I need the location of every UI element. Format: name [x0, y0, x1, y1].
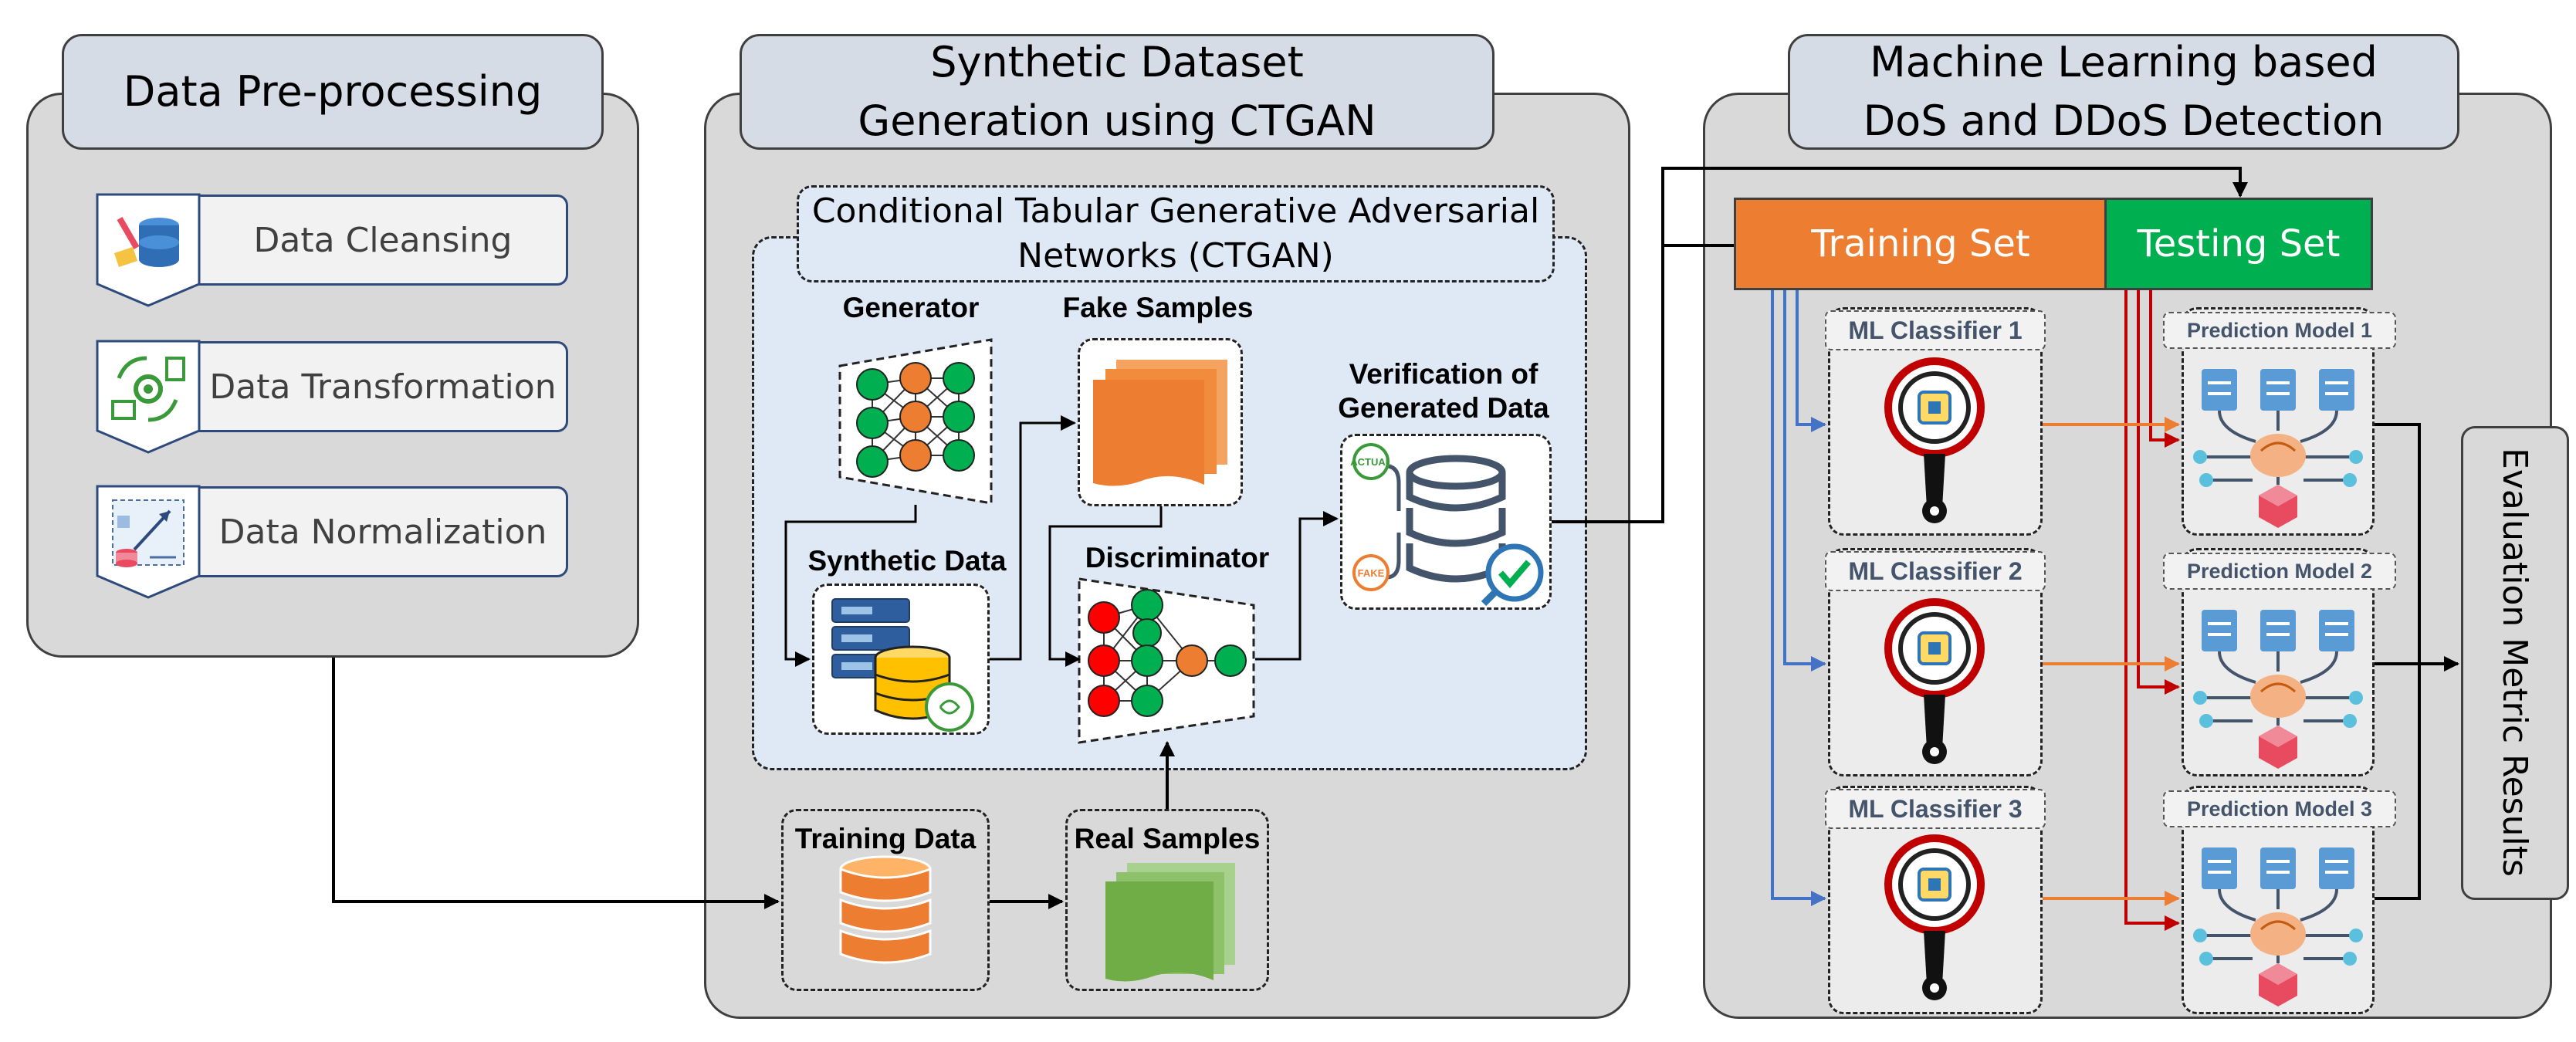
arrow-preprocess-to-training	[332, 658, 780, 909]
model-1-label: Prediction Model 1	[2163, 312, 2396, 349]
arrow-test-to-model-2	[2137, 290, 2180, 695]
ctgan-title-line2: Networks (CTGAN)	[1017, 236, 1334, 276]
synthetic-title-line1: Synthetic Dataset	[930, 38, 1304, 86]
generator-label: Generator	[842, 292, 980, 323]
arrow-generator-to-synthetic	[784, 505, 917, 667]
fake-samples-label: Fake Samples	[1062, 292, 1254, 323]
synthetic-title-line2: Generation using CTGAN	[858, 96, 1376, 145]
fake-samples-icon	[1093, 360, 1227, 486]
real-samples-label: Real Samples	[1074, 823, 1261, 854]
preprocessing-title-text: Data Pre-processing	[123, 67, 543, 116]
model-3-icon	[2193, 847, 2363, 1006]
training-data-icon	[839, 855, 932, 964]
testing-set-box: Testing Set	[2104, 198, 2373, 290]
arrow-train-to-classifier-2	[1783, 290, 1826, 672]
step-label-normalization: Data Normalization	[218, 512, 547, 552]
generator-network	[838, 338, 993, 505]
ctgan-title-line1: Conditional Tabular Generative Adversari…	[811, 191, 1540, 231]
arrow-train-to-classifier-1	[1796, 290, 1826, 432]
arrow-models-to-evaluation	[2375, 423, 2459, 672]
arrow-test-to-model-3	[2124, 290, 2180, 931]
synthetic-data-icon	[831, 598, 974, 732]
line-model3-to-evaluation	[2375, 664, 2421, 900]
testing-set-label: Testing Set	[2137, 222, 2341, 266]
detection-title-line1: Machine Learning based	[1870, 38, 2378, 86]
real-samples-icon	[1105, 863, 1235, 982]
verification-label-line1: Verification of	[1349, 358, 1538, 390]
arrow-train-to-classifier-3	[1771, 290, 1826, 906]
synthetic-title: Synthetic Dataset Generation using CTGAN	[740, 34, 1494, 150]
arrow-fake-to-discriminator	[1048, 506, 1163, 667]
evaluation-box	[2461, 426, 2569, 900]
step-label-transformation: Data Transformation	[209, 367, 557, 407]
real-samples-box	[1065, 809, 1269, 991]
classifier-3-icon	[1884, 834, 1985, 1000]
model-1-icon	[2193, 369, 2363, 528]
arrow-discriminator-to-verification	[1255, 511, 1339, 661]
stamp-actual-text: ACTUAL	[1350, 456, 1391, 468]
preprocessing-title: Data Pre-processing	[62, 34, 604, 150]
arrow-synthetic-to-fake	[990, 415, 1076, 661]
synthetic-data-label: Synthetic Data	[807, 545, 1007, 577]
ctgan-title: Conditional Tabular Generative Adversari…	[797, 185, 1555, 282]
detection-title-line2: DoS and DDoS Detection	[1863, 96, 2385, 145]
stamp-fake-text: FAKE	[1358, 567, 1385, 579]
detection-title: Machine Learning based DoS and DDoS Dete…	[1788, 34, 2459, 150]
classifier-1-label: ML Classifier 1	[1825, 310, 2046, 350]
training-set-box: Training Set	[1734, 198, 2107, 290]
classifier-2-label: ML Classifier 2	[1825, 551, 2046, 591]
classifier-2-icon	[1884, 598, 1985, 764]
training-data-label: Training Data	[794, 823, 977, 854]
discriminator-network	[1078, 577, 1255, 744]
classifier-3-label: ML Classifier 3	[1825, 789, 2046, 829]
verification-label-line2: Generated Data	[1338, 392, 1549, 424]
arrow-test-to-model-1	[2149, 290, 2180, 448]
verification-icon: ACTUAL FAKE	[1350, 443, 1544, 607]
data-transform-icon	[96, 340, 201, 454]
discriminator-label: Discriminator	[1085, 542, 1270, 573]
training-set-label: Training Set	[1811, 222, 2030, 266]
model-3-label: Prediction Model 3	[2163, 790, 2396, 827]
training-data-box	[781, 809, 990, 991]
data-normalization-icon	[96, 485, 201, 599]
model-2-icon	[2193, 610, 2363, 769]
classifier-1-icon	[1884, 357, 1985, 523]
step-label-cleansing: Data Cleansing	[253, 220, 513, 260]
model-2-label: Prediction Model 2	[2163, 553, 2396, 590]
arrow-verification-to-sets	[1552, 167, 2248, 523]
database-cleaning-icon	[96, 193, 201, 307]
